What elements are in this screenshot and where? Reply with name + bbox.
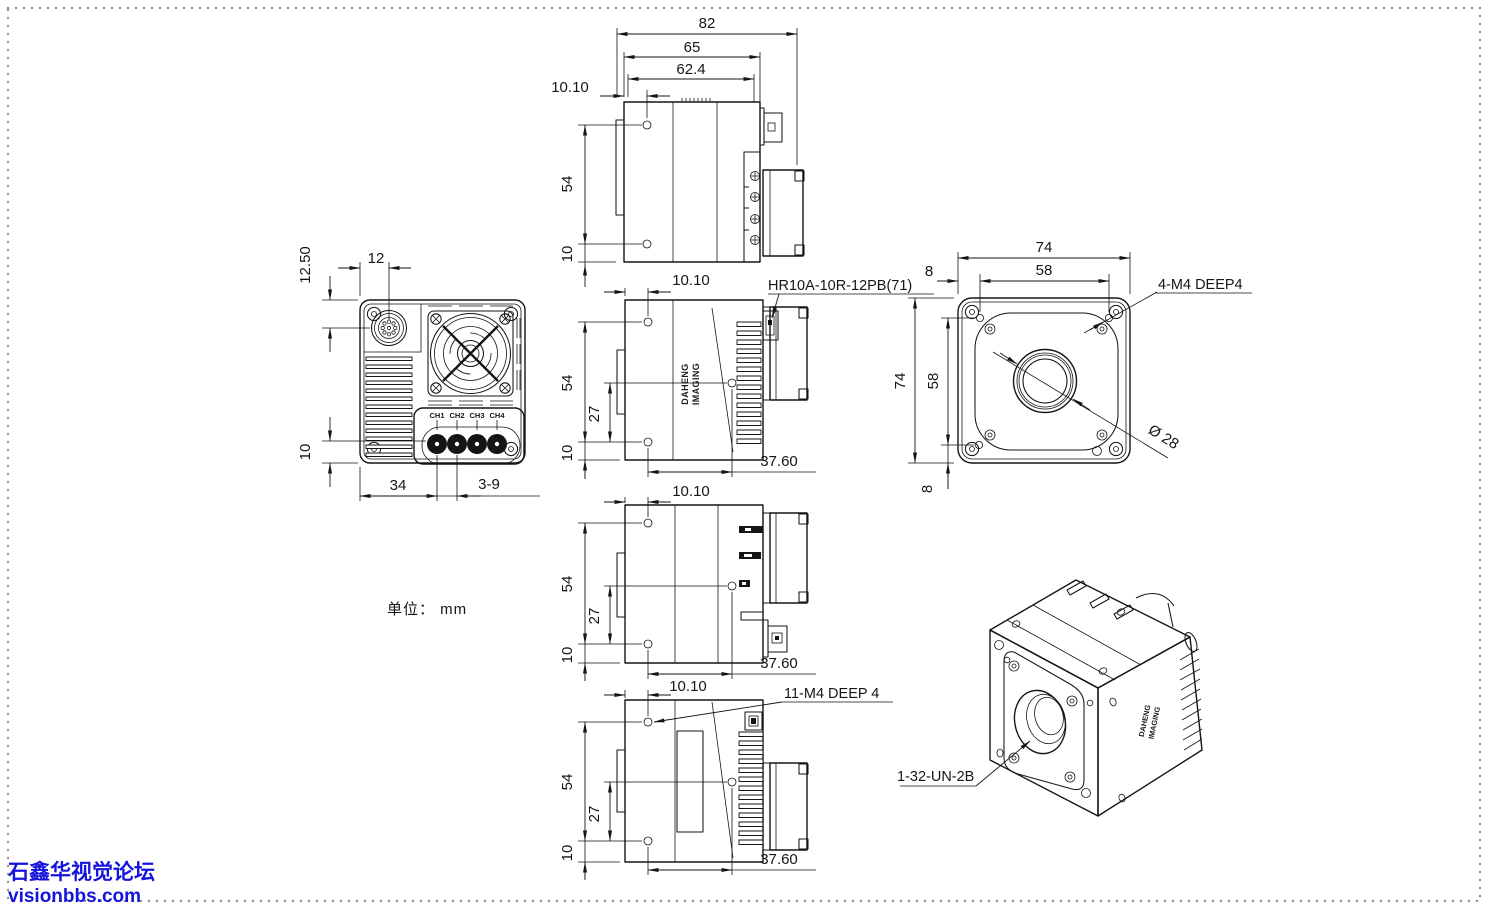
side-logo: DAHENG IMAGING	[680, 363, 701, 405]
view-front	[957, 297, 1131, 464]
dim-top-overall: 82	[699, 15, 716, 32]
dim-top-hole-span: 54	[559, 176, 576, 193]
dim-front-width: 74	[1036, 239, 1053, 256]
dim-front-height-edge: 8	[919, 485, 936, 493]
watermark: 石鑫华视觉论坛 visionbbs.com	[7, 860, 155, 907]
connector-label: HR10A-10R-12PB(71)	[768, 278, 912, 294]
view-side-right: DAHENG IMAGING	[616, 299, 809, 461]
side-mount-label: 11-M4 DEEP 4	[784, 686, 879, 702]
dims-side-right: 10.10 54 27 10 37.60 HR10A-10R-12PB(71)	[559, 272, 934, 479]
ch2-label: CH2	[449, 411, 464, 420]
side-lens-mount-2	[762, 512, 809, 604]
dim-front-height-inner: 58	[925, 373, 942, 390]
iso-lens	[1013, 689, 1067, 755]
dim-rear-connector-top: 12.50	[297, 246, 314, 284]
iso-side-logo: DAHENG IMAGING	[1137, 704, 1162, 740]
dim-right-hole-dist: 37.60	[760, 453, 798, 470]
front-lens-mount	[1012, 348, 1078, 414]
dim-bottom-hole-dist: 37.60	[760, 851, 798, 868]
dim-bottom-hole-offset: 10.10	[669, 678, 707, 695]
brand-logo-line2: IMAGING	[691, 363, 701, 405]
dim-top-body: 65	[684, 39, 701, 56]
dim-bottom-edge: 10	[559, 845, 576, 862]
rear-fan	[427, 310, 514, 397]
units-label: 单位： mm	[387, 601, 467, 618]
dim-front-width-inner: 58	[1036, 262, 1053, 279]
dim-front-width-edge: 8	[925, 263, 933, 280]
dim-right-edge: 10	[559, 445, 576, 462]
dotted-border	[6, 6, 1482, 903]
dim-rear-ch-bottom: 10	[297, 444, 314, 461]
bottom-io-connector	[762, 619, 788, 658]
ch3-label: CH3	[469, 411, 484, 420]
dim-front-height: 74	[892, 373, 909, 390]
dim-left-edge: 10	[559, 647, 576, 664]
dim-left-hole-dist: 37.60	[760, 655, 798, 672]
dim-right-hole-span: 54	[559, 375, 576, 392]
view-side-top	[615, 98, 805, 263]
dim-left-hole-span: 54	[559, 576, 576, 593]
view-rear: CH1 CH2 CH3 CH4	[359, 299, 526, 465]
dim-rear-connector-left: 12	[368, 250, 385, 267]
hr10a-connector-bottom	[744, 711, 763, 731]
dim-rear-ch-left: 34	[390, 477, 407, 494]
bottom-lens-mount	[762, 762, 809, 851]
dim-top-inner: 62.4	[676, 61, 705, 78]
ch4-label: CH4	[489, 411, 505, 420]
iso-front-plate	[994, 640, 1094, 798]
dim-left-hole-mid: 27	[586, 608, 603, 625]
lens-diameter-label: Ø 28	[1145, 421, 1182, 453]
top-io-connector	[759, 107, 783, 146]
lens-thread-label: 1-32-UN-2B	[897, 769, 974, 785]
side-heatsink-fins	[736, 321, 762, 444]
dim-rear-ch-pitch: 3-9	[478, 476, 500, 493]
dims-side-left: 10.10 54 27 10 37.60	[559, 483, 816, 681]
watermark-line2: visionbbs.com	[8, 886, 141, 907]
rear-power-connector	[364, 304, 422, 353]
watermark-line1: 石鑫华视觉论坛	[7, 860, 155, 884]
dim-right-hole-mid: 27	[586, 406, 603, 423]
ch1-label: CH1	[429, 411, 444, 420]
dim-bottom-hole-span: 54	[559, 774, 576, 791]
iso-side-fins	[1109, 648, 1203, 803]
dims-front: 74 58 8 74 58 8 4-M4 DEEP4 Ø 28	[892, 239, 1252, 787]
rear-ch-panel: CH1 CH2 CH3 CH4	[413, 407, 525, 465]
dim-left-hole-offset: 10.10	[672, 483, 710, 500]
dim-top-hole-offset: 10.10	[551, 79, 589, 96]
view-isometric: DAHENG IMAGING 1-32-UN-2B	[897, 579, 1203, 817]
brand-logo-line1: DAHENG	[680, 363, 690, 404]
dims-rear: 12.50 12 10 34 3-9	[297, 246, 540, 501]
bottom-heatsink-fins	[738, 731, 764, 845]
dim-top-edge: 10	[559, 246, 576, 263]
rear-heatsink-fins	[365, 305, 521, 457]
dims-side-top: 82 65 62.4 10.10 54 10	[551, 15, 798, 287]
dims-side-bottom: 10.10 11-M4 DEEP 4 54 27 10 37.60	[559, 678, 893, 880]
side-card-slots	[739, 526, 763, 587]
side-lens-mount	[762, 306, 809, 401]
top-lens-mount	[743, 151, 805, 263]
front-mount-label: 4-M4 DEEP4	[1158, 277, 1243, 293]
view-side-bottom	[616, 699, 809, 863]
dim-right-hole-offset: 10.10	[672, 272, 710, 289]
dim-bottom-hole-mid: 27	[586, 806, 603, 823]
view-side-left	[616, 504, 809, 664]
